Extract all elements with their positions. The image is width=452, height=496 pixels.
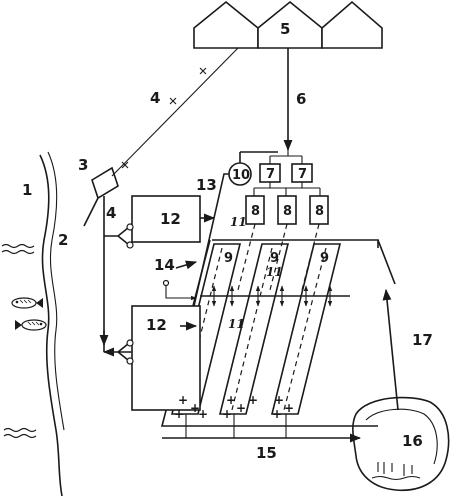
svg-text:+: + <box>222 407 232 421</box>
label-8-right: 8 <box>315 204 324 219</box>
label-3: 3 <box>78 156 88 174</box>
fish-icon <box>11 297 43 309</box>
irrigation-field <box>160 239 396 427</box>
links-7-8 <box>253 182 321 196</box>
svg-text:+: + <box>284 401 294 415</box>
water-intake <box>83 166 119 227</box>
label-7-right: 7 <box>298 167 307 182</box>
strip-9-mid <box>218 243 290 415</box>
label-11-mid: 11 <box>266 265 283 279</box>
label-9-right: 9 <box>320 251 329 266</box>
label-14: 14 <box>154 256 175 274</box>
label-5: 5 <box>280 20 290 38</box>
label-11-low: 11 <box>228 317 245 331</box>
building-complex <box>193 0 383 49</box>
pond-16 <box>352 396 450 492</box>
label-6: 6 <box>296 90 306 108</box>
svg-text:+: + <box>272 407 282 421</box>
label-12-top: 12 <box>160 210 181 228</box>
label-11-top: 11 <box>230 215 247 229</box>
flow-arrows <box>211 285 333 307</box>
label-8-mid: 8 <box>283 204 292 219</box>
svg-text:+: + <box>274 393 284 407</box>
label-15: 15 <box>256 444 277 462</box>
label-17: 17 <box>412 331 433 349</box>
pipeline-4 <box>111 47 239 177</box>
label-12-bottom: 12 <box>146 316 167 334</box>
unit-12-top <box>131 195 201 243</box>
svg-text:+: + <box>248 393 258 407</box>
fish-icon <box>15 319 47 331</box>
label-10: 10 <box>232 168 250 183</box>
plus-markers: + + + + + + + + + + + <box>174 393 294 421</box>
svg-text:+: + <box>236 401 246 415</box>
label-2: 2 <box>58 231 68 249</box>
label-9-left: 9 <box>224 251 233 266</box>
label-4-left: 4 <box>106 204 116 222</box>
pipeline-4-branch <box>99 196 134 365</box>
svg-text:+: + <box>174 407 184 421</box>
label-7-left: 7 <box>266 167 275 182</box>
river-bank <box>39 151 65 496</box>
svg-text:+: + <box>178 393 188 407</box>
link-14 <box>165 284 197 301</box>
water-waves <box>1 243 37 439</box>
label-13: 13 <box>196 176 217 194</box>
svg-text:+: + <box>226 393 236 407</box>
label-16: 16 <box>402 432 423 450</box>
distribution-7 <box>269 150 303 164</box>
svg-text:+: + <box>190 401 200 415</box>
strip-9-right <box>270 243 342 415</box>
label-4-top: 4 <box>150 89 160 107</box>
label-8-left: 8 <box>251 204 260 219</box>
return-17 <box>382 288 399 411</box>
label-9-mid: 9 <box>270 251 279 266</box>
label-1: 1 <box>22 181 32 199</box>
svg-text:+: + <box>198 407 208 421</box>
